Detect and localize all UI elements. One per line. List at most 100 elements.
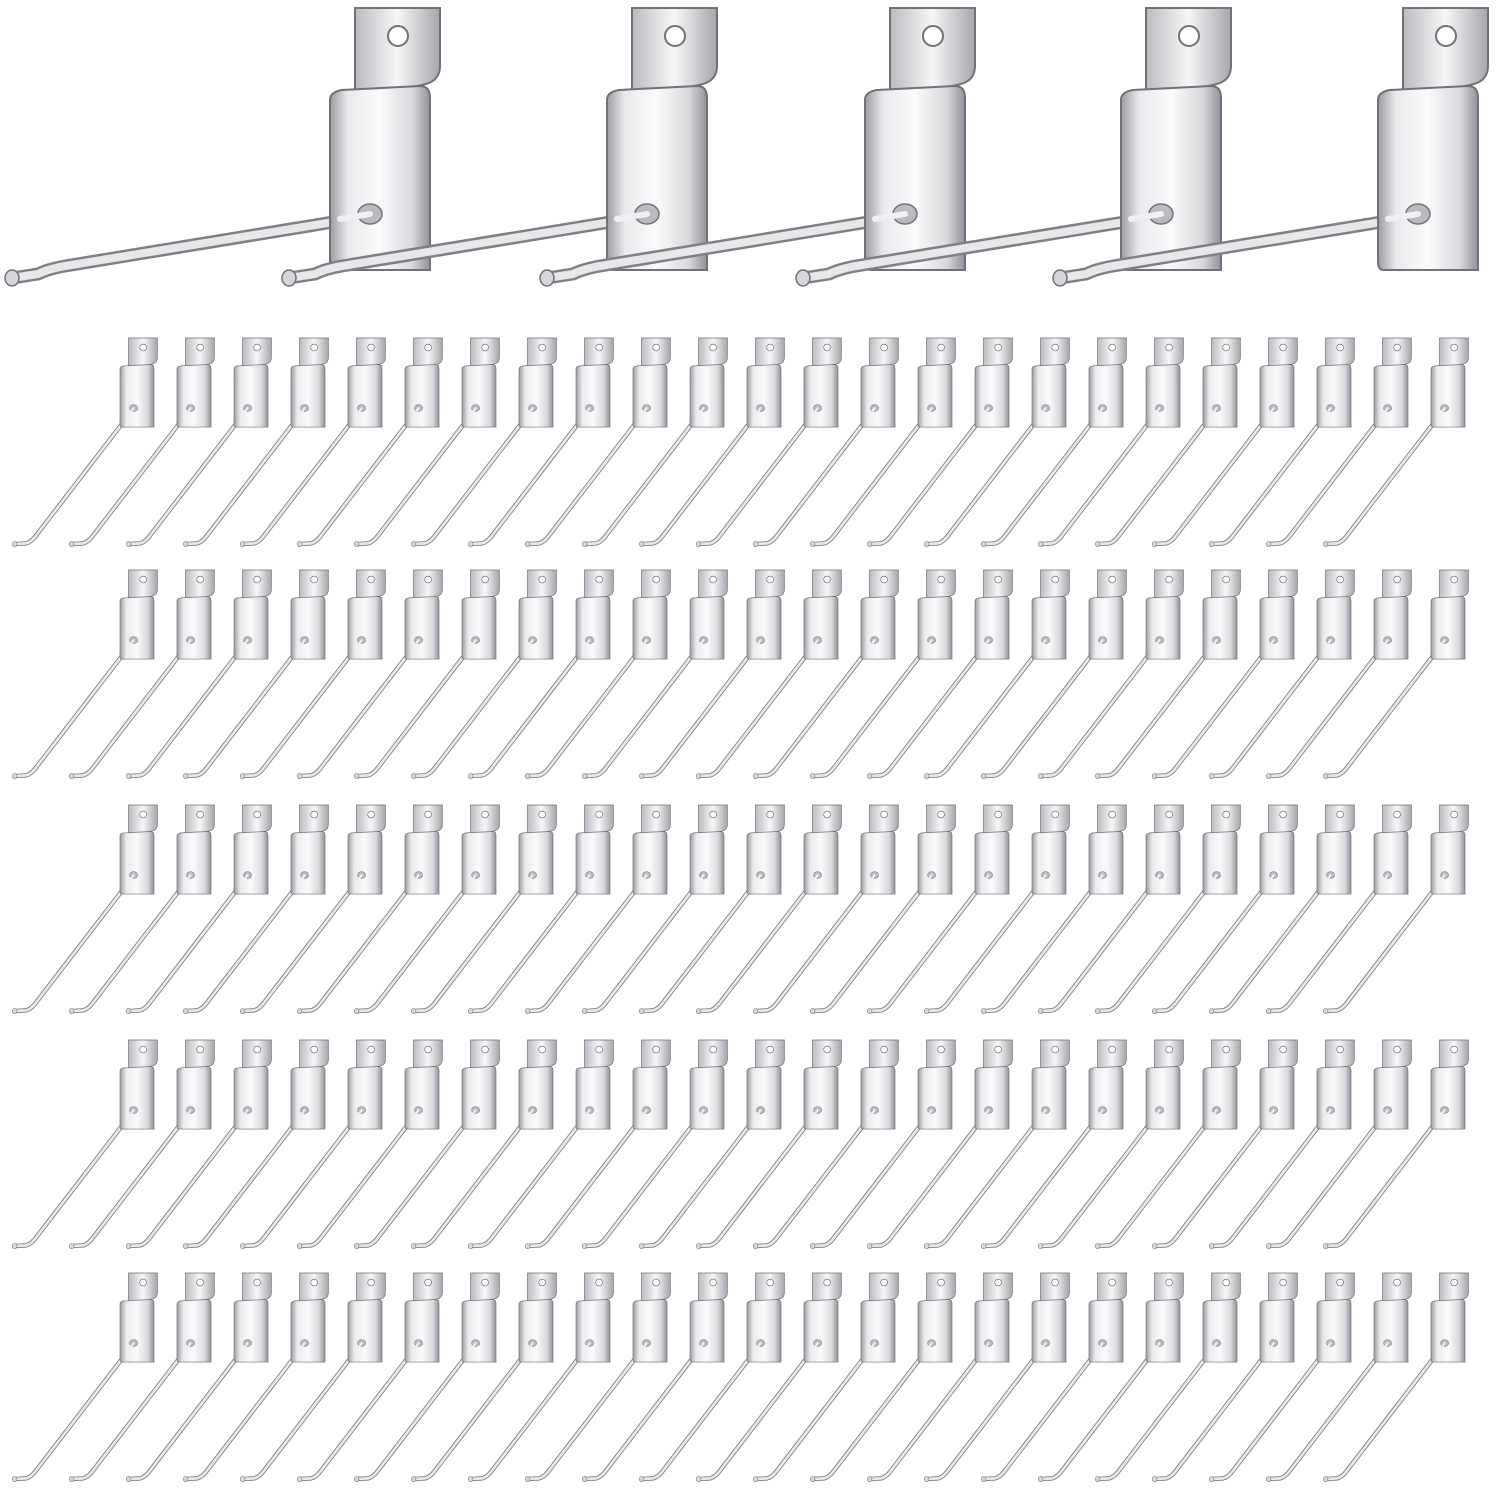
hook-rod-base [810, 639, 819, 650]
hook-tip [1208, 1243, 1215, 1250]
hook-mount-hole [1393, 575, 1401, 584]
hook-rod [1056, 212, 1422, 282]
small-hook [809, 1272, 956, 1483]
hook-plate [233, 831, 269, 895]
small-hook [1265, 1039, 1412, 1250]
hook-plate [1430, 831, 1466, 895]
hook-rod [1153, 407, 1275, 546]
hook-rod-base [126, 874, 135, 885]
hook-rod [298, 1109, 420, 1248]
hook-tip [68, 1476, 75, 1483]
hook-plate [1259, 1299, 1295, 1363]
small-hook [125, 804, 272, 1015]
hook-rod [526, 874, 648, 1013]
small-hook [1322, 804, 1469, 1015]
hook-rod-base [183, 874, 192, 885]
hook-rod-base [525, 1342, 534, 1353]
hook-rod [982, 407, 1104, 546]
hook-tip [11, 1476, 18, 1483]
hook-plate [917, 364, 953, 428]
hook-rod [925, 874, 1047, 1013]
small-hook [1094, 804, 1241, 1015]
hook-rod-base [297, 407, 306, 418]
hook-rod [811, 639, 933, 778]
hook-mount-hole [1222, 1045, 1230, 1054]
hook-rod-base [1038, 639, 1047, 650]
hook-rod [13, 874, 135, 1013]
hook-plate [347, 1299, 383, 1363]
hook-mount-hole [481, 575, 489, 584]
small-hook [410, 804, 557, 1015]
hook-rod [184, 874, 306, 1013]
small-hook [1322, 569, 1469, 780]
hook-plate [632, 596, 668, 660]
hook-rod-base [810, 1109, 819, 1120]
hook-tip [182, 1476, 189, 1483]
hook-rod-base [639, 1342, 648, 1353]
hook-rod [355, 1342, 477, 1481]
hook-tip [353, 1008, 360, 1015]
hook-rod-base [240, 1109, 249, 1120]
small-hook [11, 569, 158, 780]
hook-mount-hole [253, 1278, 261, 1287]
hook-rod-base [753, 1109, 762, 1120]
hook-rod-base [639, 1109, 648, 1120]
hook-tip [1037, 541, 1044, 548]
hook-rod-base [468, 1109, 477, 1120]
hook-rod [925, 639, 1047, 778]
small-hook [980, 1272, 1127, 1483]
hook-rod-base [924, 407, 933, 418]
small-hook [182, 804, 329, 1015]
hook-mount-hole [1450, 810, 1458, 819]
hook-tip [11, 1243, 18, 1250]
hook-tip [524, 1476, 531, 1483]
hook-rod [184, 407, 306, 546]
hook-plate [176, 596, 212, 660]
hook-tip [239, 773, 246, 780]
hook-rod-base [1380, 407, 1389, 418]
small-hook [410, 1039, 557, 1250]
hook-mount-hole [253, 810, 261, 819]
hook-plate [689, 364, 725, 428]
hook-tip [1322, 1008, 1329, 1015]
hook-rod-base [354, 1342, 363, 1353]
hook-mount-hole [652, 343, 660, 352]
hook-rod [469, 639, 591, 778]
small-hook [296, 804, 443, 1015]
hook-plate [233, 596, 269, 660]
hook-rod-base [753, 1342, 762, 1353]
hook-mount-hole [1051, 575, 1059, 584]
hook-tip [410, 541, 417, 548]
hook-rod-base [297, 874, 306, 885]
hook-rod-base [297, 1342, 306, 1353]
hook-plate [1202, 364, 1238, 428]
hook-rod [1153, 1342, 1275, 1481]
hook-tip [1265, 1008, 1272, 1015]
hook-plate [746, 1299, 782, 1363]
hook-rod-base [1266, 407, 1275, 418]
hook-rod-base [867, 874, 876, 885]
small-hook [1094, 1272, 1241, 1483]
hook-rod-base [1323, 639, 1332, 650]
hook-plate [1088, 1066, 1124, 1130]
small-hook [752, 804, 899, 1015]
hook-mount-hole [1178, 25, 1200, 47]
hook-plate [1259, 596, 1295, 660]
hook-rod-base [981, 1342, 990, 1353]
hook-rod-base [981, 874, 990, 885]
hook-mount-hole [994, 343, 1002, 352]
hook-mount-hole [538, 575, 546, 584]
large-hooks-group [4, 7, 1489, 287]
hook-rod-base [696, 639, 705, 650]
hook-tip [296, 1476, 303, 1483]
hook-rod-base [411, 407, 420, 418]
small-hook [1151, 337, 1298, 548]
hook-rod-base [924, 1109, 933, 1120]
hook-rod [412, 407, 534, 546]
hook-tip [524, 1243, 531, 1250]
small-hook [1322, 337, 1469, 548]
hook-mount-hole [1222, 575, 1230, 584]
hook-mount-hole [766, 575, 774, 584]
hook-rod-base [1437, 874, 1446, 885]
hook-plate [119, 1299, 155, 1363]
